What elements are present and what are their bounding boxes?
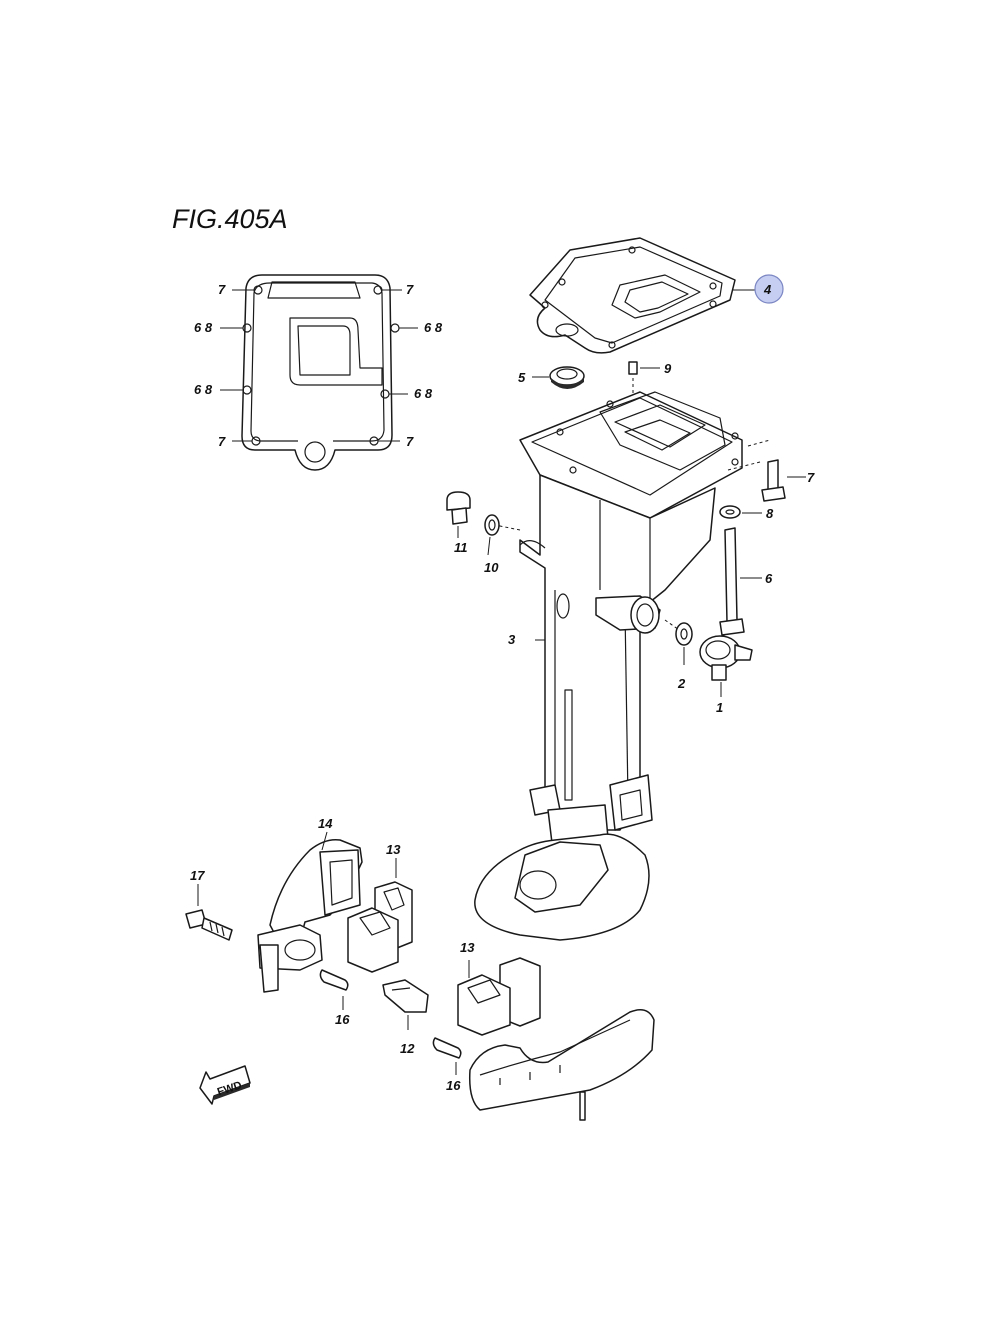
part-17-bolt — [185, 884, 233, 941]
callout-4: 4 — [763, 282, 772, 297]
callout-5: 5 — [518, 370, 526, 385]
detail-label: 6 8 — [194, 382, 213, 397]
part-7-bolt — [761, 459, 806, 502]
callout-17: 17 — [190, 868, 205, 883]
callout-3: 3 — [508, 632, 516, 647]
callout-16: 16 — [335, 1012, 350, 1027]
figure-title: FIG.405A — [172, 204, 288, 234]
part-1-plug — [699, 635, 753, 697]
callout-2: 2 — [677, 676, 686, 691]
detail-label: 7 — [218, 282, 226, 297]
callout-1: 1 — [716, 700, 723, 715]
part-13-rubber-mount-upper — [347, 858, 413, 973]
part-8-washer — [719, 505, 762, 519]
part-5-oil-seal — [532, 366, 585, 389]
callout-7: 7 — [807, 470, 815, 485]
part-11-drain-bolt — [446, 491, 471, 538]
part-13-rubber-mount-lower — [457, 957, 541, 1036]
part-16-pin-left — [319, 969, 349, 1010]
detail-label: 6 8 — [424, 320, 443, 335]
callout-9: 9 — [664, 361, 672, 376]
callout-12: 12 — [400, 1041, 415, 1056]
lower-mount-clamp — [468, 1009, 655, 1121]
gasket-detail-view: 7 7 6 8 6 8 6 8 6 8 7 7 — [194, 274, 443, 471]
part-3-drive-shaft-housing — [474, 391, 771, 941]
callout-10: 10 — [484, 560, 499, 575]
forward-direction-arrow: FWD — [199, 1065, 251, 1105]
part-4-highlight-marker[interactable] — [754, 274, 784, 304]
callout-8: 8 — [766, 506, 774, 521]
part-6-long-bolt — [719, 527, 762, 636]
detail-label: 7 — [218, 434, 226, 449]
callout-13: 13 — [386, 842, 401, 857]
part-4-gasket — [529, 237, 760, 354]
part-10-washer — [484, 514, 500, 556]
callout-13: 13 — [460, 940, 475, 955]
callout-6: 6 — [765, 571, 773, 586]
part-2-washer — [675, 622, 693, 665]
callout-14: 14 — [318, 816, 333, 831]
part-14-mount-bracket — [257, 831, 363, 993]
part-12-stopper — [382, 979, 429, 1030]
part-16-pin-bottom — [432, 1037, 462, 1075]
detail-label: 6 8 — [194, 320, 213, 335]
callout-11: 11 — [454, 540, 468, 555]
detail-label: 6 8 — [414, 386, 433, 401]
detail-label: 7 — [406, 434, 414, 449]
callout-16: 16 — [446, 1078, 461, 1093]
detail-label: 7 — [406, 282, 414, 297]
